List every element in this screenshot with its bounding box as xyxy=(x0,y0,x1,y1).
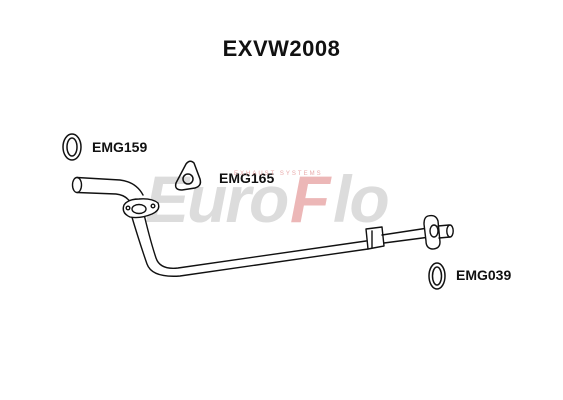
inlet-flange xyxy=(122,198,160,219)
gasket-emg039-ring xyxy=(428,262,446,290)
diagram-title: EXVW2008 xyxy=(222,36,341,61)
gasket-emg159-ring xyxy=(62,133,82,161)
part-label-emg165: EMG165 xyxy=(219,170,275,186)
euroflo-watermark-logo: Euro F lo xyxy=(145,162,390,236)
watermark-subtext: EXHAUST SYSTEMS xyxy=(234,171,323,177)
gasket-emg165-flange xyxy=(174,160,202,191)
svg-text:F: F xyxy=(290,162,332,236)
svg-text:Euro: Euro xyxy=(145,162,288,236)
svg-text:lo: lo xyxy=(333,162,388,236)
part-label-emg159: EMG159 xyxy=(92,139,148,155)
part-label-emg039: EMG039 xyxy=(456,267,512,283)
